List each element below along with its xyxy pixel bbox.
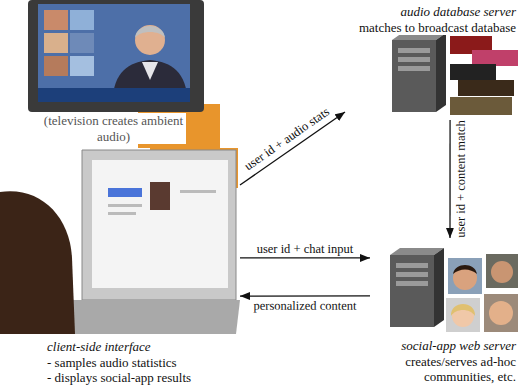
drive-bay xyxy=(396,272,428,277)
client-group: client-side interface- samples audio sta… xyxy=(0,145,240,389)
television-group: (television creates ambient audio) xyxy=(30,113,200,147)
arrow-connector xyxy=(240,257,370,258)
node-title: (television creates ambient audio) xyxy=(42,113,186,144)
screen-line xyxy=(180,190,216,193)
node-title: social-app web server xyxy=(399,338,518,354)
drive-bay xyxy=(398,48,430,53)
show-logo xyxy=(450,97,512,115)
face-photo xyxy=(448,258,482,294)
laptop-base xyxy=(66,300,240,334)
node-text: - displays social-app results xyxy=(45,370,193,386)
edge-label: user id + content match xyxy=(454,118,468,239)
server-front xyxy=(392,40,436,112)
face-photo xyxy=(446,298,480,332)
server-group: audio database servermatches to broadcas… xyxy=(345,2,521,120)
show-logo xyxy=(458,80,514,96)
server-front xyxy=(390,255,434,327)
anchor-head xyxy=(135,25,165,55)
drive-bay xyxy=(396,281,428,286)
screen-photo xyxy=(150,182,170,210)
face xyxy=(453,266,477,290)
montage-tile xyxy=(44,33,68,53)
arrow-connector xyxy=(240,112,345,185)
server-side xyxy=(434,248,444,327)
face-photo xyxy=(484,294,518,332)
drive-bay xyxy=(398,57,430,62)
node-title: client-side interface xyxy=(45,339,153,355)
face xyxy=(489,301,513,325)
montage-tile xyxy=(44,10,68,30)
user-hair xyxy=(0,191,75,334)
montage-tile xyxy=(70,10,94,30)
montage-tile xyxy=(70,33,94,53)
anchor-shirt xyxy=(142,62,158,80)
node-text: - samples audio statistics xyxy=(45,355,179,371)
screen-line xyxy=(108,204,142,207)
face-photo xyxy=(486,254,518,288)
drive-bay xyxy=(398,66,430,71)
montage-tile xyxy=(44,56,68,76)
arrow-connector xyxy=(449,120,450,238)
hair xyxy=(453,265,477,274)
node-title: audio database server xyxy=(398,4,518,20)
tv-housing xyxy=(28,0,204,112)
screen-line xyxy=(108,212,136,215)
edge-label: user id + audio stats xyxy=(240,104,334,175)
drive-bay xyxy=(396,263,428,268)
anchor-hair xyxy=(135,26,165,38)
laptop-screen xyxy=(92,160,228,288)
laptop-lid xyxy=(82,150,236,300)
face xyxy=(491,261,513,283)
arrow-connector xyxy=(240,295,370,296)
montage-tile xyxy=(70,56,94,76)
tv-screen xyxy=(38,4,190,102)
news-banner xyxy=(38,88,190,102)
hair xyxy=(451,304,475,316)
node-text: creates/serves ad-hoc communities, etc. xyxy=(372,354,518,385)
show-logo xyxy=(472,50,518,66)
edge-label: personalized content xyxy=(251,299,358,313)
show-logo xyxy=(450,64,496,80)
edge-label: user id + chat input xyxy=(255,242,356,256)
server-side xyxy=(436,33,446,112)
node-text: matches to broadcast database xyxy=(357,20,518,36)
server-group: social-app web servercreates/serves ad-h… xyxy=(370,238,521,387)
screen-logo xyxy=(108,188,142,197)
